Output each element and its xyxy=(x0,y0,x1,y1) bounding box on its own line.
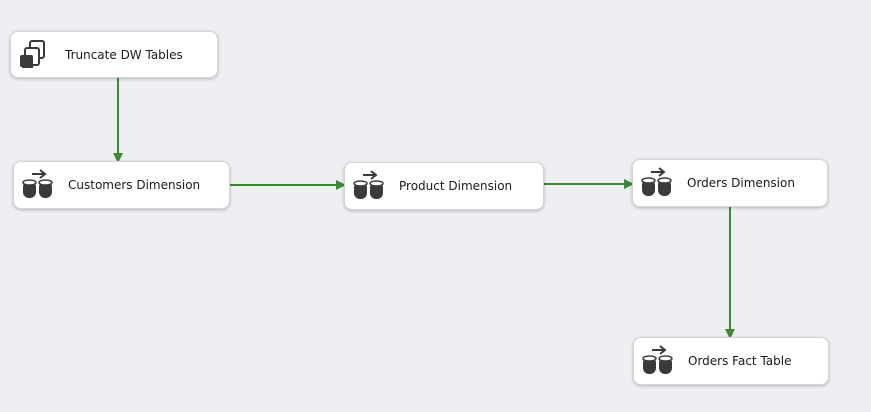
execute-sql-task-icon xyxy=(17,37,53,73)
task-truncate-dw-tables[interactable]: Truncate DW Tables xyxy=(10,31,218,78)
task-label: Orders Fact Table xyxy=(688,354,792,368)
task-label: Customers Dimension xyxy=(68,178,201,192)
data-flow-task-icon xyxy=(639,165,675,201)
data-flow-task-icon xyxy=(20,167,56,203)
task-orders-dimension[interactable]: Orders Dimension xyxy=(632,159,828,207)
task-label: Product Dimension xyxy=(399,179,513,193)
task-product-dimension[interactable]: Product Dimension xyxy=(344,162,544,210)
task-orders-fact-table[interactable]: Orders Fact Table xyxy=(633,337,829,385)
task-customers-dimension[interactable]: Customers Dimension xyxy=(13,161,230,209)
task-label: Orders Dimension xyxy=(687,176,795,190)
task-label: Truncate DW Tables xyxy=(65,47,183,62)
data-flow-task-icon xyxy=(640,343,676,379)
data-flow-task-icon xyxy=(351,168,387,204)
